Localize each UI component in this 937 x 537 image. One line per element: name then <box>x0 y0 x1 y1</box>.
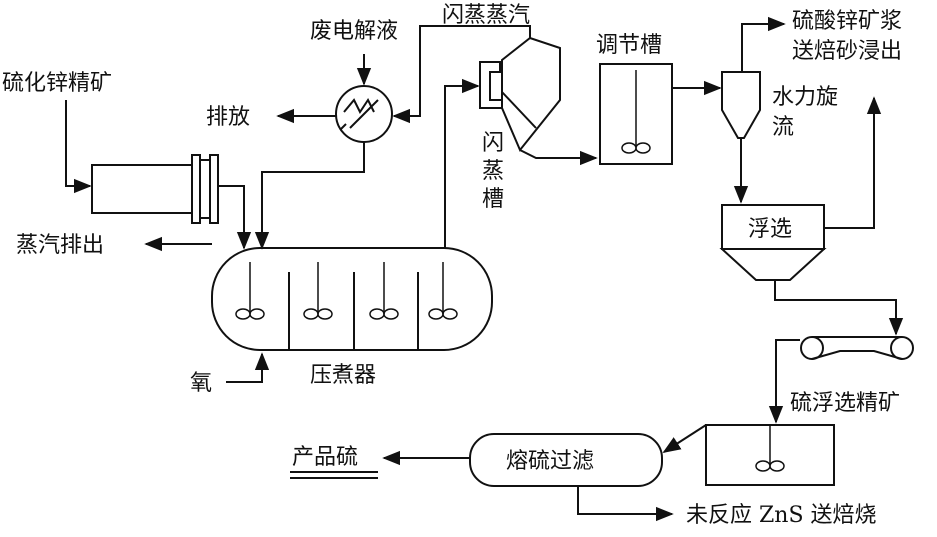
label-flash-tank: 闪 蒸 槽 <box>482 131 511 212</box>
flotation-cell <box>719 204 827 281</box>
label-zinc-sulfate-slurry-2: 送焙砂浸出 <box>792 39 902 64</box>
label-discharge: 排放 <box>206 105 250 130</box>
autoclave-agitator-icon <box>235 262 458 320</box>
label-sulfur-melt-filter: 熔硫过滤 <box>506 449 594 474</box>
label-hydrocyclone-1: 水力旋 <box>772 85 838 110</box>
label-flash-tank-3: 槽 <box>482 187 504 212</box>
label-product-sulfur: 产品硫 <box>292 445 358 470</box>
label-flash-steam: 闪蒸蒸汽 <box>442 3 530 28</box>
hydrocyclone <box>721 71 761 139</box>
feed-pulper <box>91 154 219 224</box>
label-flash-tank-2: 蒸 <box>482 159 504 184</box>
label-zinc-concentrate: 硫化锌精矿 <box>2 71 112 96</box>
label-hydrocyclone-2: 流 <box>772 115 794 140</box>
label-flash-tank-1: 闪 <box>482 131 504 156</box>
flash-tank <box>479 36 561 152</box>
heat-exchanger-icon <box>335 85 393 143</box>
label-steam-exhaust: 蒸汽排出 <box>16 233 104 258</box>
label-sulfur-concentrate: 硫浮选精矿 <box>790 391 900 416</box>
stream-lines <box>65 16 904 522</box>
sulfur-melt-filter <box>469 433 663 487</box>
product-sulfur-underline <box>290 471 378 479</box>
autoclave <box>211 247 493 351</box>
label-unreacted-zns: 未反应 ZnS 送焙烧 <box>686 503 877 528</box>
conditioning-tank <box>599 63 673 165</box>
label-waste-electrolyte: 废电解液 <box>310 19 398 44</box>
sulfur-concentrate-tank <box>705 424 835 486</box>
label-zinc-sulfate-slurry-1: 硫酸锌矿浆 <box>792 9 902 34</box>
belt-conveyor-icon <box>800 336 914 360</box>
label-conditioning-tank: 调节槽 <box>596 33 662 58</box>
label-oxygen: 氧 <box>190 371 212 396</box>
label-flotation: 浮选 <box>748 217 792 242</box>
label-autoclave: 压煮器 <box>310 363 376 388</box>
